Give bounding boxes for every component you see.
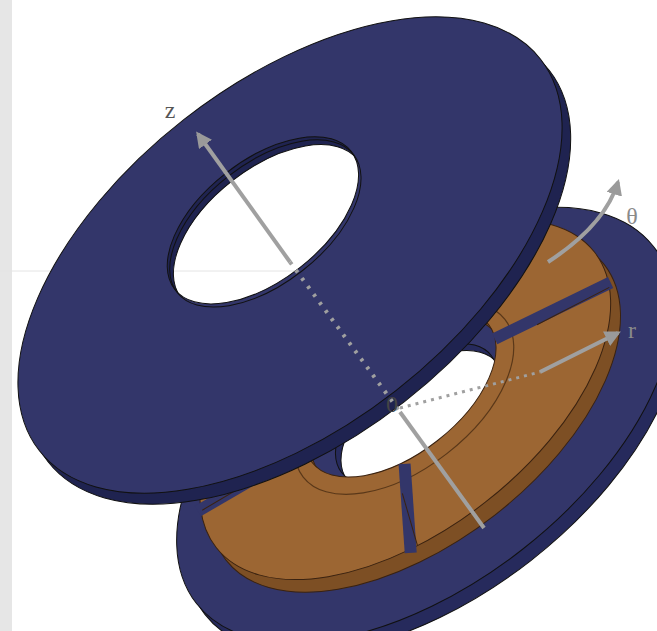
- coordinate-axes: [198, 134, 618, 528]
- axis-label: θ: [626, 204, 638, 228]
- axis-label: 0: [386, 392, 398, 416]
- axis-label: z: [165, 98, 176, 122]
- slide-margin: [0, 0, 12, 631]
- axis-label: r: [628, 318, 636, 342]
- upper-disk: [0, 0, 655, 597]
